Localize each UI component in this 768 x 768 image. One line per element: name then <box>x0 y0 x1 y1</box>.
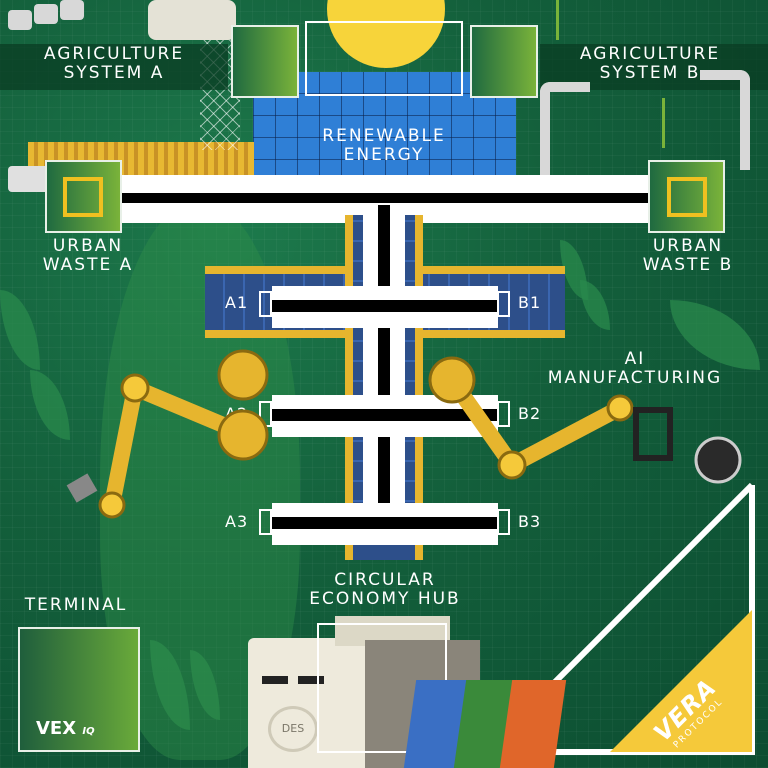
agriculture-b-label: AGRICULTURE SYSTEM B <box>579 44 721 83</box>
slot-a1[interactable] <box>259 291 272 317</box>
vex-iq-text: IQ <box>82 726 95 737</box>
slot-b1-label: B1 <box>518 293 542 312</box>
harvester-icon <box>148 0 236 40</box>
branch-row-2-line <box>272 409 498 421</box>
ai-chip-gear <box>694 436 742 484</box>
urban-waste-b-target <box>667 177 707 217</box>
urban-waste-a-target <box>63 177 103 217</box>
left-arm-joint <box>98 491 126 519</box>
vex-logo-text: VEX <box>36 718 77 739</box>
drone-icon <box>8 10 32 30</box>
robot-arm-icon <box>540 82 590 182</box>
terminal-box[interactable] <box>18 627 140 752</box>
tractor-icon <box>8 166 52 192</box>
left-arm-joint <box>120 373 150 403</box>
urban-waste-b-label: URBAN WASTE B <box>642 236 734 275</box>
drone-icon <box>34 4 58 24</box>
agriculture-a-box <box>231 25 299 98</box>
right-arm-gear <box>428 356 476 404</box>
right-arm-gripper <box>633 407 673 461</box>
renewable-energy-frame <box>305 21 463 96</box>
renewable-energy-label: RENEWABLE ENERGY <box>322 126 446 165</box>
des-logo-text: DES <box>281 722 305 735</box>
slot-b2[interactable] <box>497 401 510 427</box>
protocol-corner <box>610 610 752 752</box>
drone-icon <box>60 0 84 20</box>
slot-a1-label: A1 <box>225 293 249 312</box>
plant-icon <box>662 98 689 148</box>
right-robot-arm <box>444 372 628 476</box>
agriculture-b-box <box>470 25 538 98</box>
center-spine-line <box>378 205 390 527</box>
slot-b2-label: B2 <box>518 404 542 423</box>
left-arm-gear <box>217 409 269 461</box>
left-arm-gear <box>217 349 269 401</box>
right-arm-joint <box>497 450 527 480</box>
urban-waste-a-box <box>45 160 122 233</box>
circular-economy-hub-label: CIRCULAR ECONOMY HUB <box>309 570 461 609</box>
slot-b3[interactable] <box>497 509 510 535</box>
left-arm-gripper <box>66 473 98 503</box>
vex-logo: VEX IQ <box>36 718 95 739</box>
urban-waste-a-label: URBAN WASTE A <box>42 236 134 275</box>
des-logo: DES <box>268 706 318 752</box>
hub-slot-mark <box>298 676 324 684</box>
robot-arm-icon <box>700 70 750 170</box>
hub-slot-mark <box>262 676 288 684</box>
slot-b1[interactable] <box>497 291 510 317</box>
slot-b3-label: B3 <box>518 512 542 531</box>
agriculture-a-label: AGRICULTURE SYSTEM A <box>43 44 185 83</box>
terminal-label: TERMINAL <box>24 595 128 615</box>
branch-row-1-line <box>272 300 498 312</box>
ai-manufacturing-label: AI MANUFACTURING <box>547 349 723 388</box>
agriculture-a-banner <box>0 44 228 90</box>
slot-a3-label: A3 <box>225 512 249 531</box>
right-arm-joint <box>606 394 634 422</box>
branch-row-3-line <box>272 517 498 529</box>
plant-icon <box>556 0 583 40</box>
slot-a3[interactable] <box>259 509 272 535</box>
top-track-line <box>117 193 652 203</box>
urban-waste-b-box <box>648 160 725 233</box>
